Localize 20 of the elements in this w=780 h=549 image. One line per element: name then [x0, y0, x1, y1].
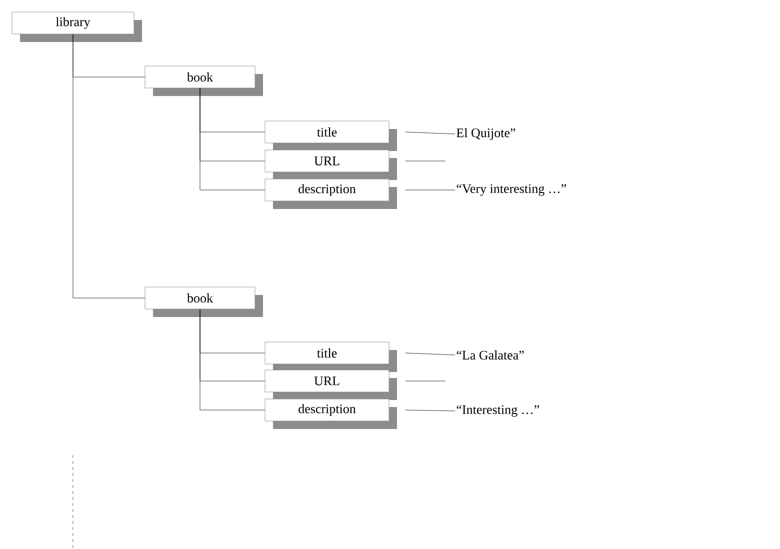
value-text: “Very interesting …”: [456, 184, 566, 196]
connector-line: [405, 410, 456, 412]
element-box: title: [264, 120, 397, 151]
value-text: El Quijote”: [456, 128, 516, 140]
element-box: URL: [264, 150, 397, 180]
connector-line: [72, 34, 145, 298]
element-box: title: [264, 342, 397, 372]
element-box: library: [12, 12, 142, 42]
element-box: description: [264, 178, 397, 209]
value-text: “La Galatea”: [456, 350, 524, 360]
connector-line: [200, 309, 265, 410]
element-box: book: [144, 66, 263, 96]
element-box: URL: [264, 370, 397, 400]
connector-line: [405, 160, 446, 162]
element-box: book: [144, 286, 263, 317]
connector-line: [405, 352, 456, 356]
connector-line: [200, 88, 265, 190]
element-box: description: [264, 398, 397, 429]
connector-line: [405, 380, 446, 382]
value-text: “Interesting …”: [456, 405, 539, 417]
